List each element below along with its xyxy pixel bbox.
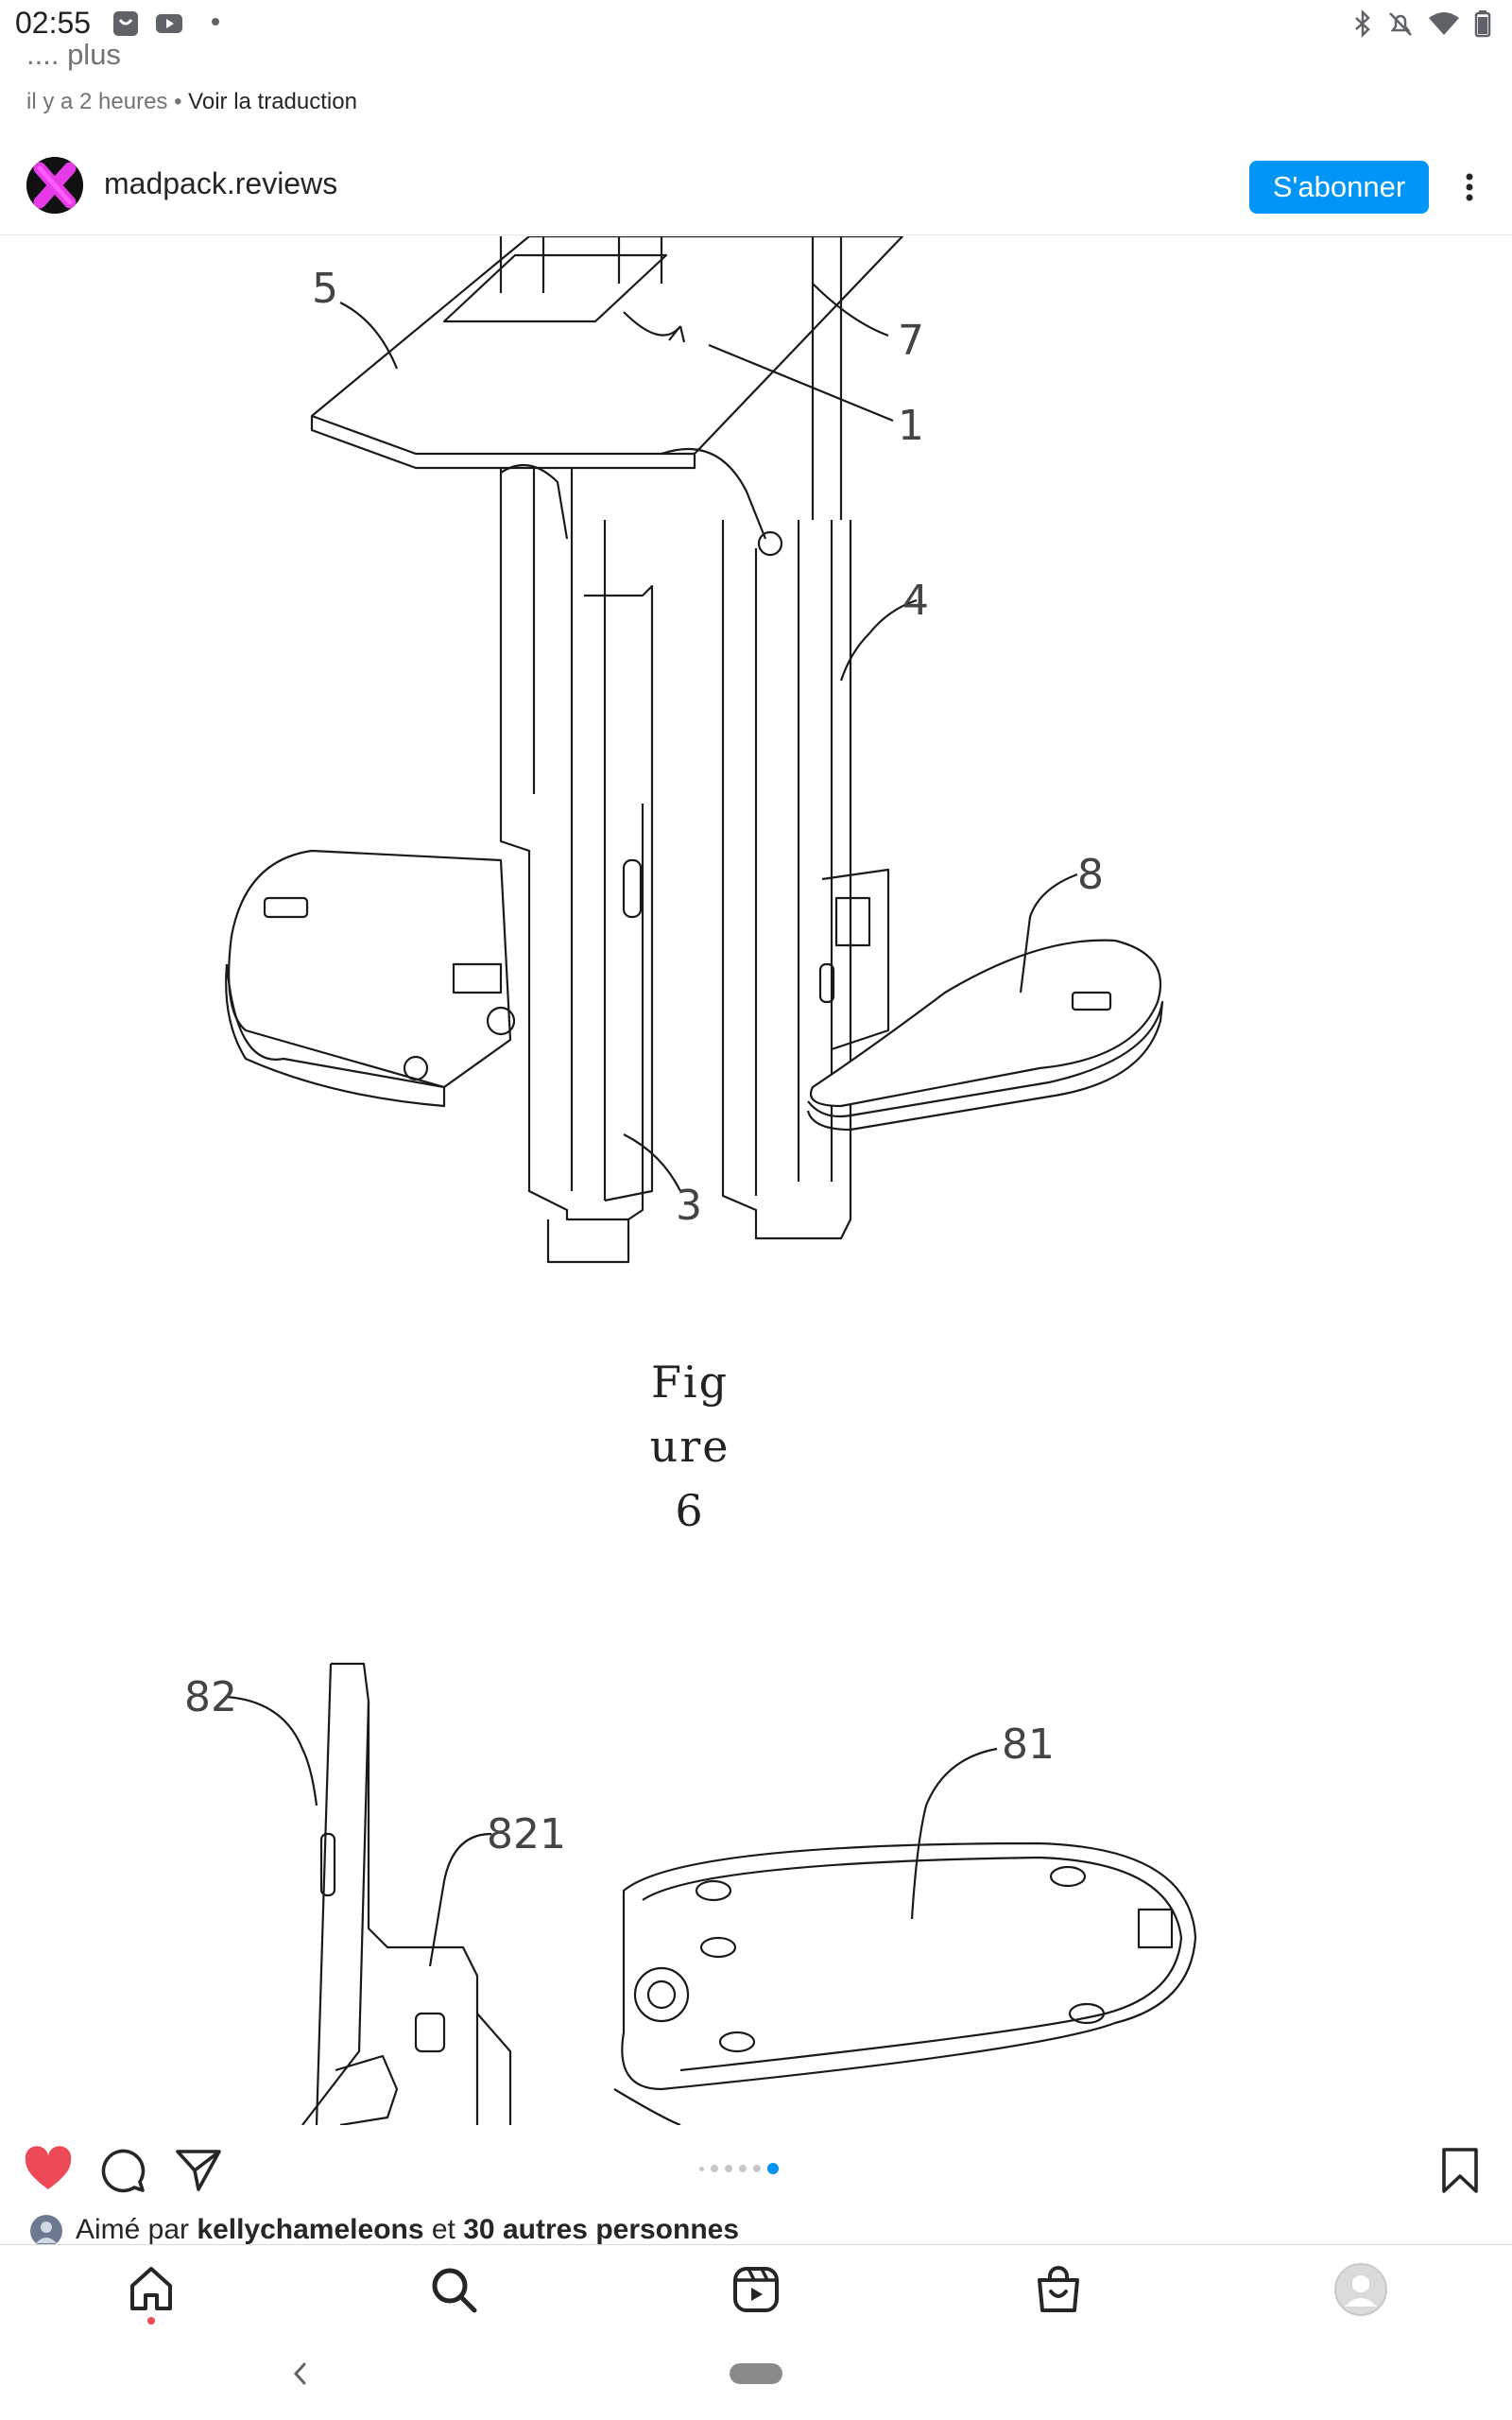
reels-icon[interactable]	[728, 2261, 784, 2318]
notifications-off-icon	[1389, 12, 1412, 36]
battery-icon	[1474, 10, 1491, 38]
label-7: 7	[898, 317, 924, 365]
label-8: 8	[1077, 851, 1104, 899]
bookmark-icon[interactable]	[1438, 2146, 1482, 2195]
label-821: 821	[487, 1810, 566, 1858]
post-actions	[0, 2138, 1512, 2204]
label-5: 5	[312, 265, 338, 313]
label-4: 4	[902, 577, 929, 625]
carousel-dot	[739, 2165, 747, 2172]
figure-caption-line-2: ure	[649, 1421, 730, 1472]
status-icons-right	[1351, 9, 1491, 38]
post-image[interactable]: 5 7 1 4 8 3 82 821 81 Fig ure 6	[0, 236, 1512, 2125]
status-bar: 02:55	[0, 0, 1512, 47]
search-icon[interactable]	[425, 2261, 482, 2318]
app-notification-icon	[113, 11, 138, 36]
dot-icon	[212, 18, 219, 26]
caption-more-link[interactable]: .... plus	[26, 38, 121, 71]
label-3: 3	[676, 1182, 702, 1230]
liked-by-middle: et	[423, 2214, 464, 2245]
profile-icon[interactable]	[1332, 2261, 1389, 2318]
patent-drawing: 5 7 1 4 8 3 82 821 81	[184, 236, 1197, 2125]
meta-separator: •	[174, 89, 182, 114]
avatar-logo-icon	[26, 157, 83, 214]
liked-by-line[interactable]: Aimé par kellychameleons et 30 autres pe…	[30, 2214, 740, 2248]
avatar[interactable]	[26, 157, 83, 214]
heart-icon[interactable]	[23, 2146, 74, 2193]
label-81: 81	[1002, 1720, 1055, 1769]
figure-caption-line-3: 6	[675, 1485, 705, 1536]
post-meta: il y a 2 heures • Voir la traduction	[26, 89, 357, 115]
label-1: 1	[898, 402, 924, 450]
status-time: 02:55	[15, 6, 92, 40]
comment-icon[interactable]	[98, 2146, 147, 2195]
back-icon[interactable]	[288, 2359, 313, 2389]
carousel-dot	[725, 2165, 732, 2172]
home-notification-dot	[147, 2317, 155, 2325]
post-header	[0, 151, 1512, 235]
liked-by-user[interactable]: kellychameleons	[197, 2214, 424, 2245]
subscribe-button[interactable]: S'abonner	[1249, 161, 1429, 214]
wifi-icon	[1429, 12, 1459, 35]
bottom-nav	[0, 2244, 1512, 2336]
share-icon[interactable]	[174, 2146, 223, 2195]
carousel-dot	[753, 2165, 761, 2172]
youtube-icon	[156, 14, 182, 33]
liker-avatar-icon	[30, 2215, 62, 2248]
label-82: 82	[184, 1673, 237, 1721]
home-icon[interactable]	[123, 2261, 180, 2318]
post-time-ago: il y a 2 heures	[26, 89, 168, 114]
home-gesture-pill[interactable]	[730, 2363, 782, 2384]
shop-icon[interactable]	[1030, 2261, 1087, 2318]
liked-by-count[interactable]: 30 autres personnes	[463, 2214, 740, 2245]
carousel-dot	[711, 2165, 718, 2172]
carousel-indicator	[699, 2163, 779, 2174]
carousel-dot-active	[767, 2163, 779, 2174]
bluetooth-icon	[1355, 9, 1370, 38]
carousel-dot	[699, 2166, 704, 2171]
see-translation-link[interactable]: Voir la traduction	[188, 89, 357, 114]
liked-by-prefix: Aimé par	[76, 2214, 198, 2245]
post-username[interactable]: madpack.reviews	[104, 166, 338, 200]
figure-caption-line-1: Fig	[650, 1357, 730, 1408]
more-vertical-icon[interactable]	[1455, 161, 1484, 214]
